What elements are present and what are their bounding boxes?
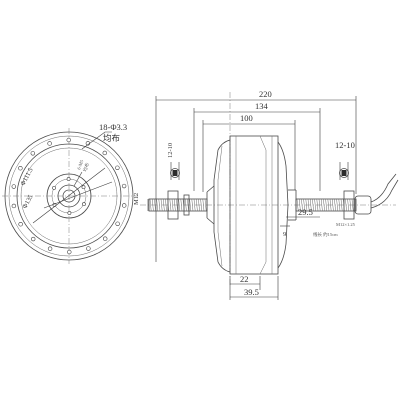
cable-gland [354,195,372,215]
bolt-hole [52,185,56,190]
spoke-hole [86,246,91,251]
front-view: 12-10 12-10 220 134 100 29.5 9 M12 线长 约1… [133,89,399,300]
pcd-callout-note: 均布 [81,161,91,172]
width-134-label: 134 [255,101,269,111]
flat-left-label: 12-10 [167,143,174,158]
dia-111-label: Φ111.5 [20,167,35,187]
spoke-hole [121,203,127,208]
spoke-hole [11,203,17,209]
spoke-hole [30,151,36,156]
spoke-hole-group [11,137,127,255]
spoke-hole [18,166,23,171]
offset-label: 29.5 [298,207,313,217]
overall-width-label: 220 [259,89,272,99]
thread-note: M12×1.25 [336,222,356,227]
cable-note: 线长 约15cm [313,231,338,238]
spoke-hole [18,222,23,227]
bolt-hole [66,177,71,181]
bolt-hole [81,185,86,190]
spoke-hole [102,236,108,241]
left-flange [213,139,231,273]
hub-width-label: 22 [240,274,249,284]
spoke-hole [30,236,36,242]
spoke-hole [47,141,52,146]
hub-shell [229,135,279,275]
small-dim-label: 9 [283,231,286,238]
hole-callout-note: 均布 [103,133,120,143]
washer-left [183,194,190,216]
axle-thread-right [296,198,354,212]
spoke-hole [115,221,120,226]
spoke-hole [121,183,127,189]
width-100-label: 100 [240,113,253,123]
axle-thread-left [149,198,207,212]
pcd-callout-label: 6-M5 [76,159,84,171]
hole-callout-label: 18-Φ3.3 [99,122,127,132]
spoke-hole [102,150,108,156]
spoke-hole [67,249,72,255]
axle-right [295,198,357,212]
drum-width-label: 39.5 [244,287,259,297]
bolt-hole [82,202,86,207]
axle-dia-label: M12 [133,193,140,205]
side-view: 18-Φ3.3 均布 Φ111.5 Φ135 6-M5 均布 [2,122,138,264]
axle-end-right [339,168,349,178]
axle-end-left [170,168,180,178]
spoke-hole [115,165,120,170]
axle-nut-left [167,190,179,220]
motor-cable [370,173,397,203]
dia-135-label: Φ135 [22,194,35,210]
spoke-hole [66,137,71,143]
spoke-hole [47,246,53,251]
bolt-hole [67,211,72,215]
right-cover [277,141,289,269]
axle-nut-right [343,190,355,220]
flat-right-label: 12-10 [335,140,355,150]
spoke-hole [11,184,17,189]
